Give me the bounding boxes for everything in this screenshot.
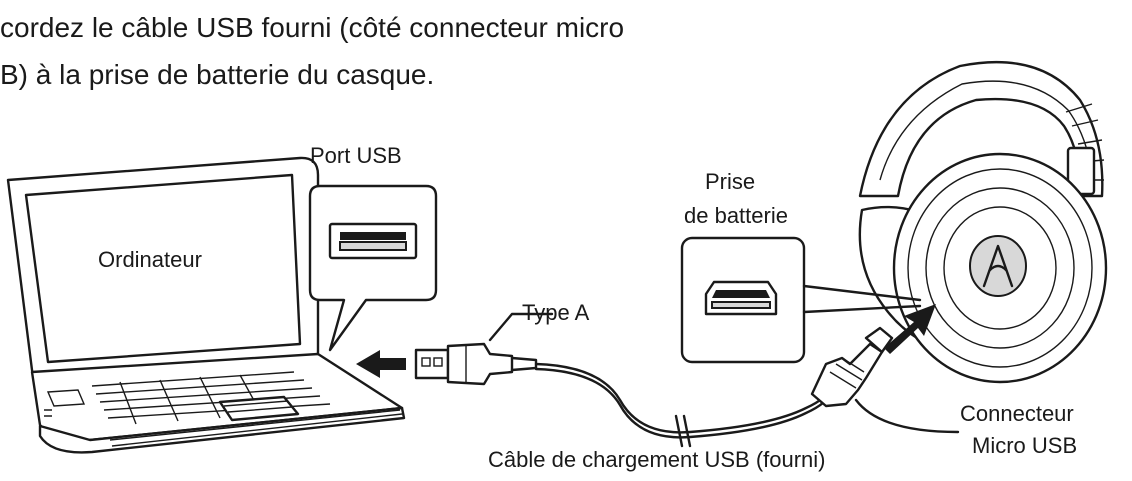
type-a-leader — [488, 312, 554, 342]
label-port-usb: Port USB — [310, 143, 402, 168]
instruction-line-2: B) à la prise de batterie du casque. — [0, 59, 435, 90]
headphones-icon — [858, 60, 1108, 384]
label-ordinateur: Ordinateur — [98, 247, 202, 272]
label-connecteur: Connecteur — [960, 401, 1074, 426]
usb-a-plug-icon — [414, 342, 538, 386]
label-cable: Câble de chargement USB (fourni) — [488, 447, 826, 472]
instruction-text: cordez le câble USB fourni (côté connect… — [0, 4, 624, 98]
connecteur-leader — [854, 398, 960, 434]
laptop-icon — [6, 156, 406, 454]
label-micro-usb: Micro USB — [972, 433, 1078, 458]
micro-usb-jack-icon — [704, 280, 778, 316]
micro-usb-plug-icon — [810, 326, 894, 408]
usb-port-callout — [308, 184, 438, 352]
label-de-batterie: de batterie — [684, 203, 788, 228]
usb-cable-outline — [534, 367, 834, 439]
label-type-a: Type A — [522, 300, 590, 325]
usb-cable — [534, 362, 834, 434]
battery-socket-callout — [680, 236, 922, 364]
label-prise: Prise — [705, 169, 756, 194]
arrow-icon — [356, 350, 406, 378]
instruction-line-1: cordez le câble USB fourni (côté connect… — [0, 12, 625, 43]
usb-port-icon — [328, 222, 418, 260]
cable-break-mark — [674, 414, 692, 448]
arrow-icon — [884, 304, 936, 354]
